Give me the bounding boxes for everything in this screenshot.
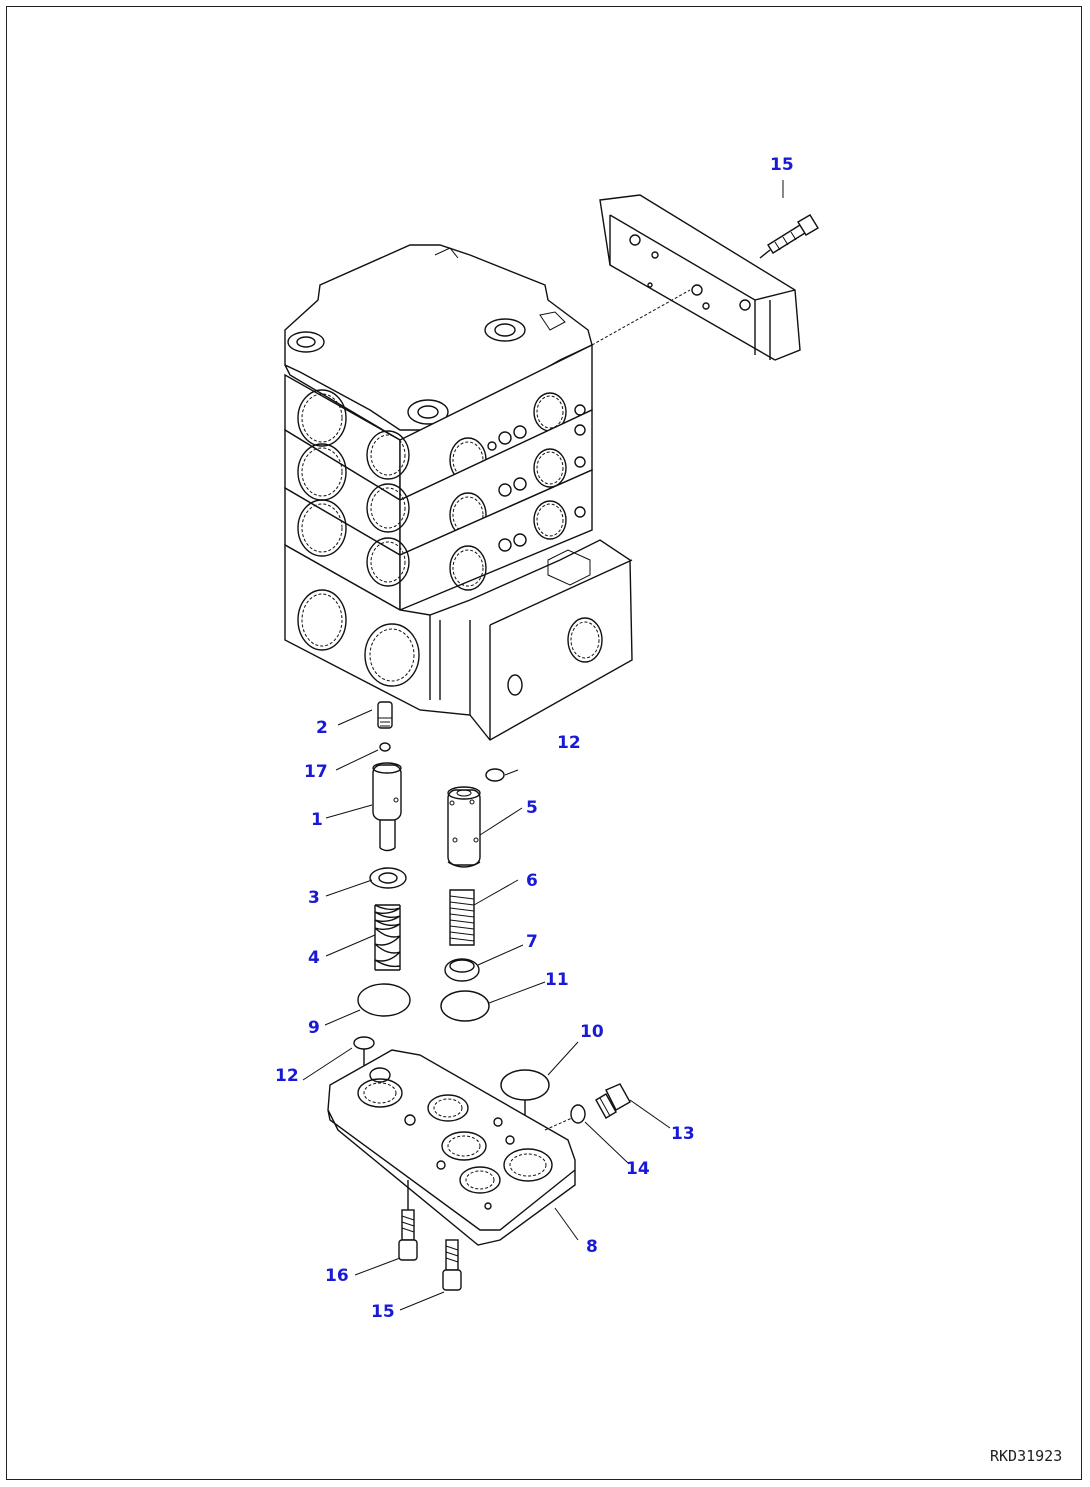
leader-lines <box>302 180 784 1311</box>
part-15-bolt-lower <box>442 1239 462 1291</box>
drawing-frame <box>6 6 1082 1480</box>
part-3-seat <box>369 867 407 889</box>
callout-10: 10 <box>580 1022 604 1042</box>
callout-4: 4 <box>308 948 320 968</box>
callout-11: 11 <box>545 970 569 990</box>
callout-7: 7 <box>526 932 538 952</box>
callout-12-lower: 12 <box>275 1066 299 1086</box>
part-7-retainer <box>444 958 480 982</box>
callout-labels: 15 2 17 12 1 5 3 6 4 7 11 9 10 12 13 14 … <box>275 155 794 1322</box>
part-17-oring <box>379 742 391 752</box>
part-5-spool <box>447 786 481 868</box>
drawing-reference: RKD31923 <box>990 1447 1062 1465</box>
callout-3: 3 <box>308 888 320 908</box>
callout-8: 8 <box>586 1237 598 1257</box>
part-4-spring <box>374 904 401 971</box>
part-16-bolt <box>398 1180 418 1261</box>
callout-1: 1 <box>311 810 323 830</box>
callout-13: 13 <box>671 1124 695 1144</box>
part-2-plug <box>377 701 393 729</box>
callout-12-upper: 12 <box>557 733 581 753</box>
part-9-oring <box>357 983 411 1017</box>
callout-15-top: 15 <box>770 155 794 175</box>
callout-15-bottom: 15 <box>371 1302 395 1322</box>
callout-17: 17 <box>304 762 328 782</box>
callout-6: 6 <box>526 871 538 891</box>
part-14-oring <box>570 1104 586 1124</box>
callout-9: 9 <box>308 1018 320 1038</box>
valve-body-assembly <box>284 244 633 741</box>
part-12-oring-upper <box>485 768 505 782</box>
bolt-15-top <box>759 214 819 259</box>
callout-2: 2 <box>316 718 328 738</box>
part-1-spool <box>372 762 402 852</box>
part-6-spring <box>449 889 475 946</box>
part-11-oring <box>440 990 490 1022</box>
side-cover-block <box>591 194 801 361</box>
callout-16: 16 <box>325 1266 349 1286</box>
part-8-cover-plate <box>327 1049 576 1246</box>
callout-14: 14 <box>626 1159 650 1179</box>
part-13-plug <box>595 1083 631 1119</box>
callout-5: 5 <box>526 798 538 818</box>
